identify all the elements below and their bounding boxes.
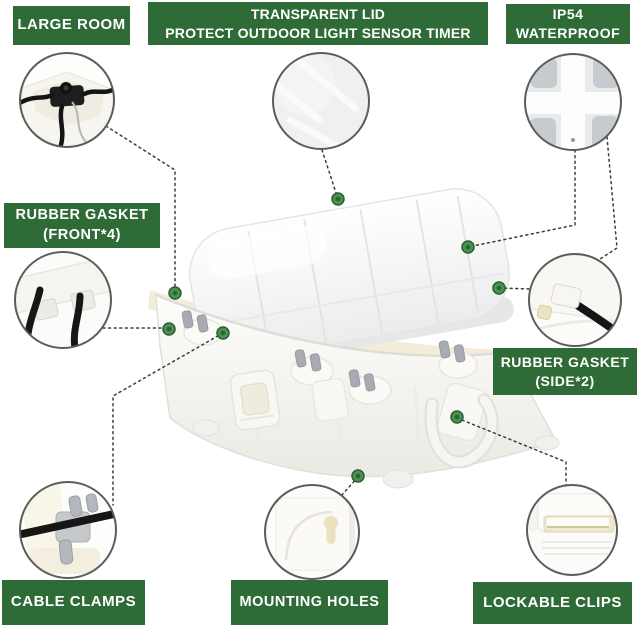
label-text: LARGE ROOM: [17, 16, 126, 34]
label-line2: WATERPROOF: [515, 25, 621, 41]
callout-marker-dots: [162, 192, 506, 483]
label-line2: (FRONT*4): [43, 226, 121, 243]
label-line1: RUBBER GASKET: [15, 206, 149, 223]
label-lockable-clips: LOCKABLE CLIPS: [473, 582, 632, 624]
label-line1: TRANSPARENT LID: [250, 5, 386, 22]
label-line2: PROTECT OUTDOOR LIGHT SENSOR TIMER: [165, 24, 471, 41]
lockable-clips-photo: [527, 485, 617, 575]
front-latch: [229, 369, 281, 431]
label-line1: IP54: [552, 6, 584, 23]
product-box-photo: [148, 188, 560, 489]
label-rubber-gasket-front: RUBBER GASKET (FRONT*4): [4, 203, 160, 248]
label-transparent-lid: TRANSPARENT LID PROTECT OUTDOOR LIGHT SE…: [148, 2, 488, 45]
callout-circle-borders: [14, 52, 622, 580]
front-latch-small: [311, 378, 349, 422]
box-inner-rim: [148, 290, 514, 372]
large-room-detail-photo: [20, 53, 114, 147]
rim-cable-clips: [181, 310, 466, 392]
label-ip54-waterproof: IP54 WATERPROOF: [506, 4, 630, 44]
side-handle: [424, 382, 499, 469]
label-line2: (SIDE*2): [535, 372, 595, 389]
box-feet: [192, 419, 560, 489]
label-line1: RUBBER GASKET: [500, 353, 630, 370]
label-large-room: LARGE ROOM: [13, 6, 130, 45]
label-cable-clamps: CABLE CLAMPS: [2, 580, 145, 625]
waterproof-lid-underside-photo: [525, 54, 621, 150]
rubber-gasket-front-photo: [15, 252, 111, 348]
label-rubber-gasket-side: RUBBER GASKET (SIDE*2): [493, 348, 637, 395]
mounting-holes-photo: [265, 485, 359, 579]
label-text: MOUNTING HOLES: [239, 593, 380, 610]
rubber-gasket-side-photo: [529, 254, 621, 346]
label-text: LOCKABLE CLIPS: [483, 593, 622, 611]
label-text: CABLE CLAMPS: [10, 593, 137, 611]
label-mounting-holes: MOUNTING HOLES: [231, 580, 388, 625]
cable-clamps-photo: [20, 482, 116, 578]
transparent-lid-detail-photo: [273, 53, 369, 149]
